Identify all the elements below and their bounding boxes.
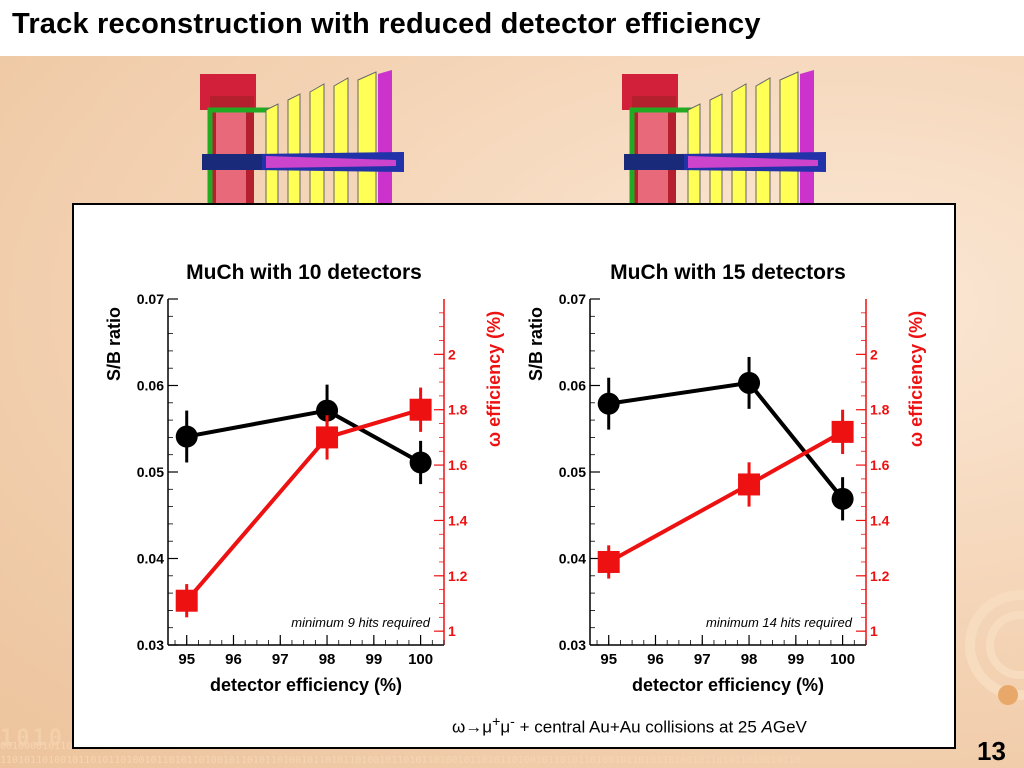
y-tick-label: 0.06: [137, 378, 164, 394]
sb-ratio-point: [316, 399, 339, 422]
sb-ratio-point: [409, 451, 432, 474]
header-bar: Track reconstruction with reduced detect…: [0, 0, 1024, 56]
y2-tick-label: 1: [448, 623, 456, 639]
omega-efficiency-point: [831, 420, 854, 443]
y2-tick-label: 2: [870, 346, 878, 362]
x-axis-label: detector efficiency (%): [632, 675, 824, 695]
y-tick-label: 0.07: [559, 291, 586, 307]
figure-frame: [72, 203, 956, 749]
sb-ratio-point: [738, 371, 761, 394]
y-tick-label: 0.04: [559, 551, 586, 567]
caption-mu: μ: [500, 717, 511, 737]
y-tick-label: 0.03: [559, 637, 586, 653]
x-axis-label: detector efficiency (%): [210, 675, 402, 695]
omega-efficiency-point: [409, 398, 432, 421]
y-axis-label: S/B ratio: [526, 307, 546, 381]
x-tick-label: 97: [272, 651, 289, 668]
y2-axis-label: ω efficiency (%): [906, 311, 926, 447]
y2-tick-label: 2: [448, 346, 456, 362]
sb-ratio-line: [608, 380, 845, 501]
omega-efficiency-point: [597, 550, 620, 573]
y-axis-label: S/B ratio: [104, 307, 124, 381]
caption-italic: A: [761, 717, 773, 737]
chart-title: MuCh with 15 detectors: [610, 261, 846, 284]
omega-efficiency-point: [738, 473, 761, 496]
caption-unit: GeV: [772, 717, 807, 737]
y2-tick-label: 1.4: [870, 512, 890, 528]
x-tick-label: 96: [647, 651, 664, 668]
y-tick-label: 0.03: [137, 637, 164, 653]
y2-tick-label: 1: [870, 623, 878, 639]
chart-title: MuCh with 10 detectors: [186, 261, 422, 284]
y2-tick-label: 1.8: [448, 402, 468, 418]
x-tick-label: 97: [694, 651, 711, 668]
y2-tick-label: 1.6: [870, 457, 890, 473]
sb-ratio-point: [831, 487, 854, 510]
slide-title: Track reconstruction with reduced detect…: [12, 8, 761, 40]
y-tick-label: 0.07: [137, 291, 164, 307]
y2-tick-label: 1.8: [870, 402, 890, 418]
page-number: 13: [977, 736, 1006, 766]
x-tick-label: 99: [787, 651, 804, 668]
y2-tick-label: 1.4: [448, 512, 468, 528]
y-tick-label: 0.04: [137, 551, 164, 567]
x-tick-label: 100: [830, 651, 855, 668]
x-tick-label: 99: [365, 651, 382, 668]
hits-annotation: minimum 9 hits required: [291, 615, 430, 630]
omega-efficiency-line: [185, 407, 422, 603]
y2-tick-label: 1.6: [448, 457, 468, 473]
y-tick-label: 0.06: [559, 378, 586, 394]
x-tick-label: 95: [600, 651, 617, 668]
binary-decoration: 1010: [0, 726, 65, 751]
reaction-caption: ω→μ+μ- + central Au+Au collisions at 25 …: [452, 714, 807, 738]
decorative-circles: [965, 590, 1024, 705]
omega-efficiency-point: [175, 589, 198, 612]
hits-annotation: minimum 14 hits required: [706, 615, 853, 630]
caption-sup-minus: -: [510, 714, 515, 730]
caption-reaction: ω→μ: [452, 717, 493, 737]
x-tick-label: 98: [741, 651, 758, 668]
omega-efficiency-point: [316, 426, 339, 449]
y2-tick-label: 1.2: [448, 568, 468, 584]
y2-tick-label: 1.2: [870, 568, 890, 584]
x-tick-label: 100: [408, 651, 433, 668]
caption-text: + central Au+Au collisions at 25: [514, 717, 762, 737]
y-tick-label: 0.05: [559, 464, 586, 480]
x-tick-label: 95: [178, 651, 195, 668]
omega-efficiency-line: [607, 430, 844, 564]
x-tick-label: 96: [225, 651, 242, 668]
y-tick-label: 0.05: [137, 464, 164, 480]
caption-sup-plus: +: [492, 714, 501, 730]
y2-axis-label: ω efficiency (%): [484, 311, 504, 447]
sb-ratio-point: [597, 392, 620, 415]
x-tick-label: 98: [319, 651, 336, 668]
sb-ratio-point: [175, 425, 198, 448]
